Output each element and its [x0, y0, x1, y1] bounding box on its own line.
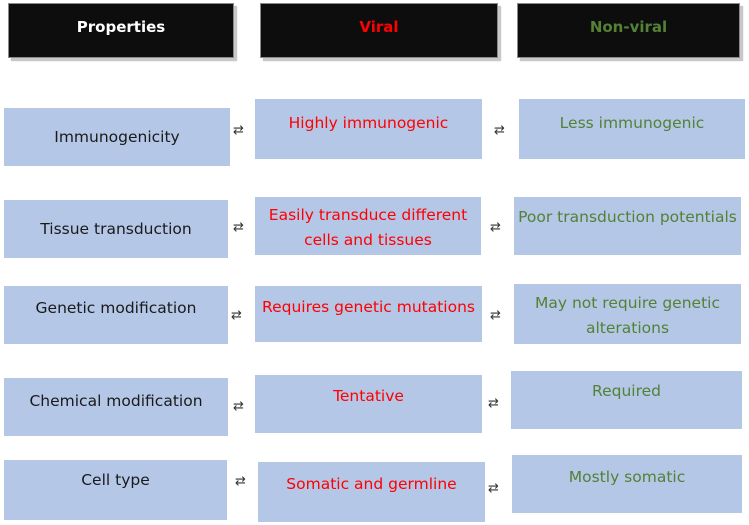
- viral-cell: Easily transduce different cells and tis…: [254, 196, 482, 256]
- header-properties-label: Properties: [76, 18, 166, 36]
- nonviral-text: Mostly somatic: [568, 468, 686, 486]
- nonviral-cell: Mostly somatic: [511, 454, 743, 514]
- header-properties: Properties: [8, 3, 234, 58]
- property-label: Chemical modification: [29, 391, 203, 410]
- double-arrow-icon: ⇄: [231, 308, 242, 323]
- nonviral-cell: Required: [510, 370, 743, 430]
- nonviral-text-line-1: May not require genetic: [535, 294, 720, 312]
- viral-cell: Requires genetic mutations: [254, 285, 483, 343]
- nonviral-cell: Poor transduction potentials: [513, 196, 742, 256]
- header-viral: Viral: [260, 3, 498, 58]
- property-label: Tissue transduction: [40, 219, 192, 238]
- nonviral-text: Less immunogenic: [559, 114, 705, 132]
- double-arrow-icon: ⇄: [488, 396, 499, 411]
- property-cell: Cell type: [3, 459, 228, 521]
- header-viral-label: Viral: [359, 18, 399, 36]
- viral-text-line-2: cells and tissues: [304, 231, 432, 249]
- viral-cell: Tentative: [254, 374, 483, 434]
- property-label: Genetic modification: [35, 298, 197, 317]
- property-cell: Tissue transduction: [3, 199, 229, 259]
- double-arrow-icon: ⇄: [235, 474, 246, 489]
- property-label: Immunogenicity: [54, 127, 180, 146]
- nonviral-text: Required: [592, 382, 661, 400]
- property-label: Cell type: [81, 470, 150, 489]
- viral-text-line-1: Easily transduce different: [268, 206, 468, 224]
- header-nonviral: Non-viral: [517, 3, 740, 58]
- nonviral-cell: Less immunogenic: [518, 98, 746, 160]
- nonviral-text: Poor transduction potentials: [518, 208, 737, 226]
- viral-text: Requires genetic mutations: [262, 298, 475, 316]
- header-nonviral-label: Non-viral: [589, 18, 668, 36]
- property-cell: Immunogenicity: [3, 107, 231, 167]
- viral-text: Tentative: [333, 387, 404, 405]
- double-arrow-icon: ⇄: [233, 399, 244, 414]
- double-arrow-icon: ⇄: [494, 123, 505, 138]
- nonviral-text-line-2: alterations: [585, 319, 670, 337]
- double-arrow-icon: ⇄: [490, 220, 501, 235]
- nonviral-cell: May not require genetic alterations: [513, 283, 742, 345]
- double-arrow-icon: ⇄: [233, 220, 244, 235]
- viral-text: Somatic and germline: [286, 475, 457, 493]
- property-cell: Chemical modification: [3, 377, 229, 437]
- double-arrow-icon: ⇄: [488, 481, 499, 496]
- property-cell: Genetic modification: [3, 285, 229, 345]
- double-arrow-icon: ⇄: [490, 308, 501, 323]
- viral-cell: Somatic and germline: [257, 461, 486, 523]
- double-arrow-icon: ⇄: [233, 123, 244, 138]
- viral-cell: Highly immunogenic: [254, 98, 483, 160]
- viral-text: Highly immunogenic: [288, 114, 449, 132]
